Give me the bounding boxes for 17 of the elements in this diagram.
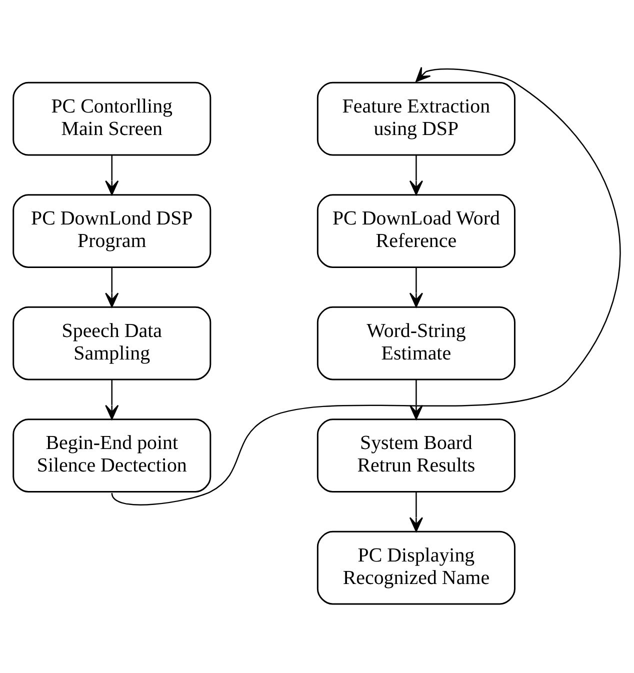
- node-box: Speech Data Sampling: [12, 306, 212, 380]
- arrow: [409, 268, 423, 308]
- arrow: [105, 155, 119, 196]
- arrow: [409, 492, 423, 532]
- node-box: Feature Extraction using DSP: [316, 82, 516, 156]
- node-box: Word-String Estimate: [316, 306, 516, 380]
- arrow: [105, 268, 119, 308]
- node-box: PC DownLond DSP Program: [12, 194, 212, 268]
- arrow: [111, 66, 620, 506]
- arrow: [105, 380, 119, 420]
- node-box: PC Displaying Recognized Name: [316, 530, 516, 605]
- arrow: [409, 155, 423, 196]
- arrow: [409, 380, 423, 420]
- node-box: Begin-End point Silence Dectection: [12, 418, 212, 493]
- node-box: PC Contorlling Main Screen: [12, 82, 212, 156]
- node-box: PC DownLoad Word Reference: [316, 194, 516, 268]
- node-box: System Board Retrun Results: [316, 418, 516, 493]
